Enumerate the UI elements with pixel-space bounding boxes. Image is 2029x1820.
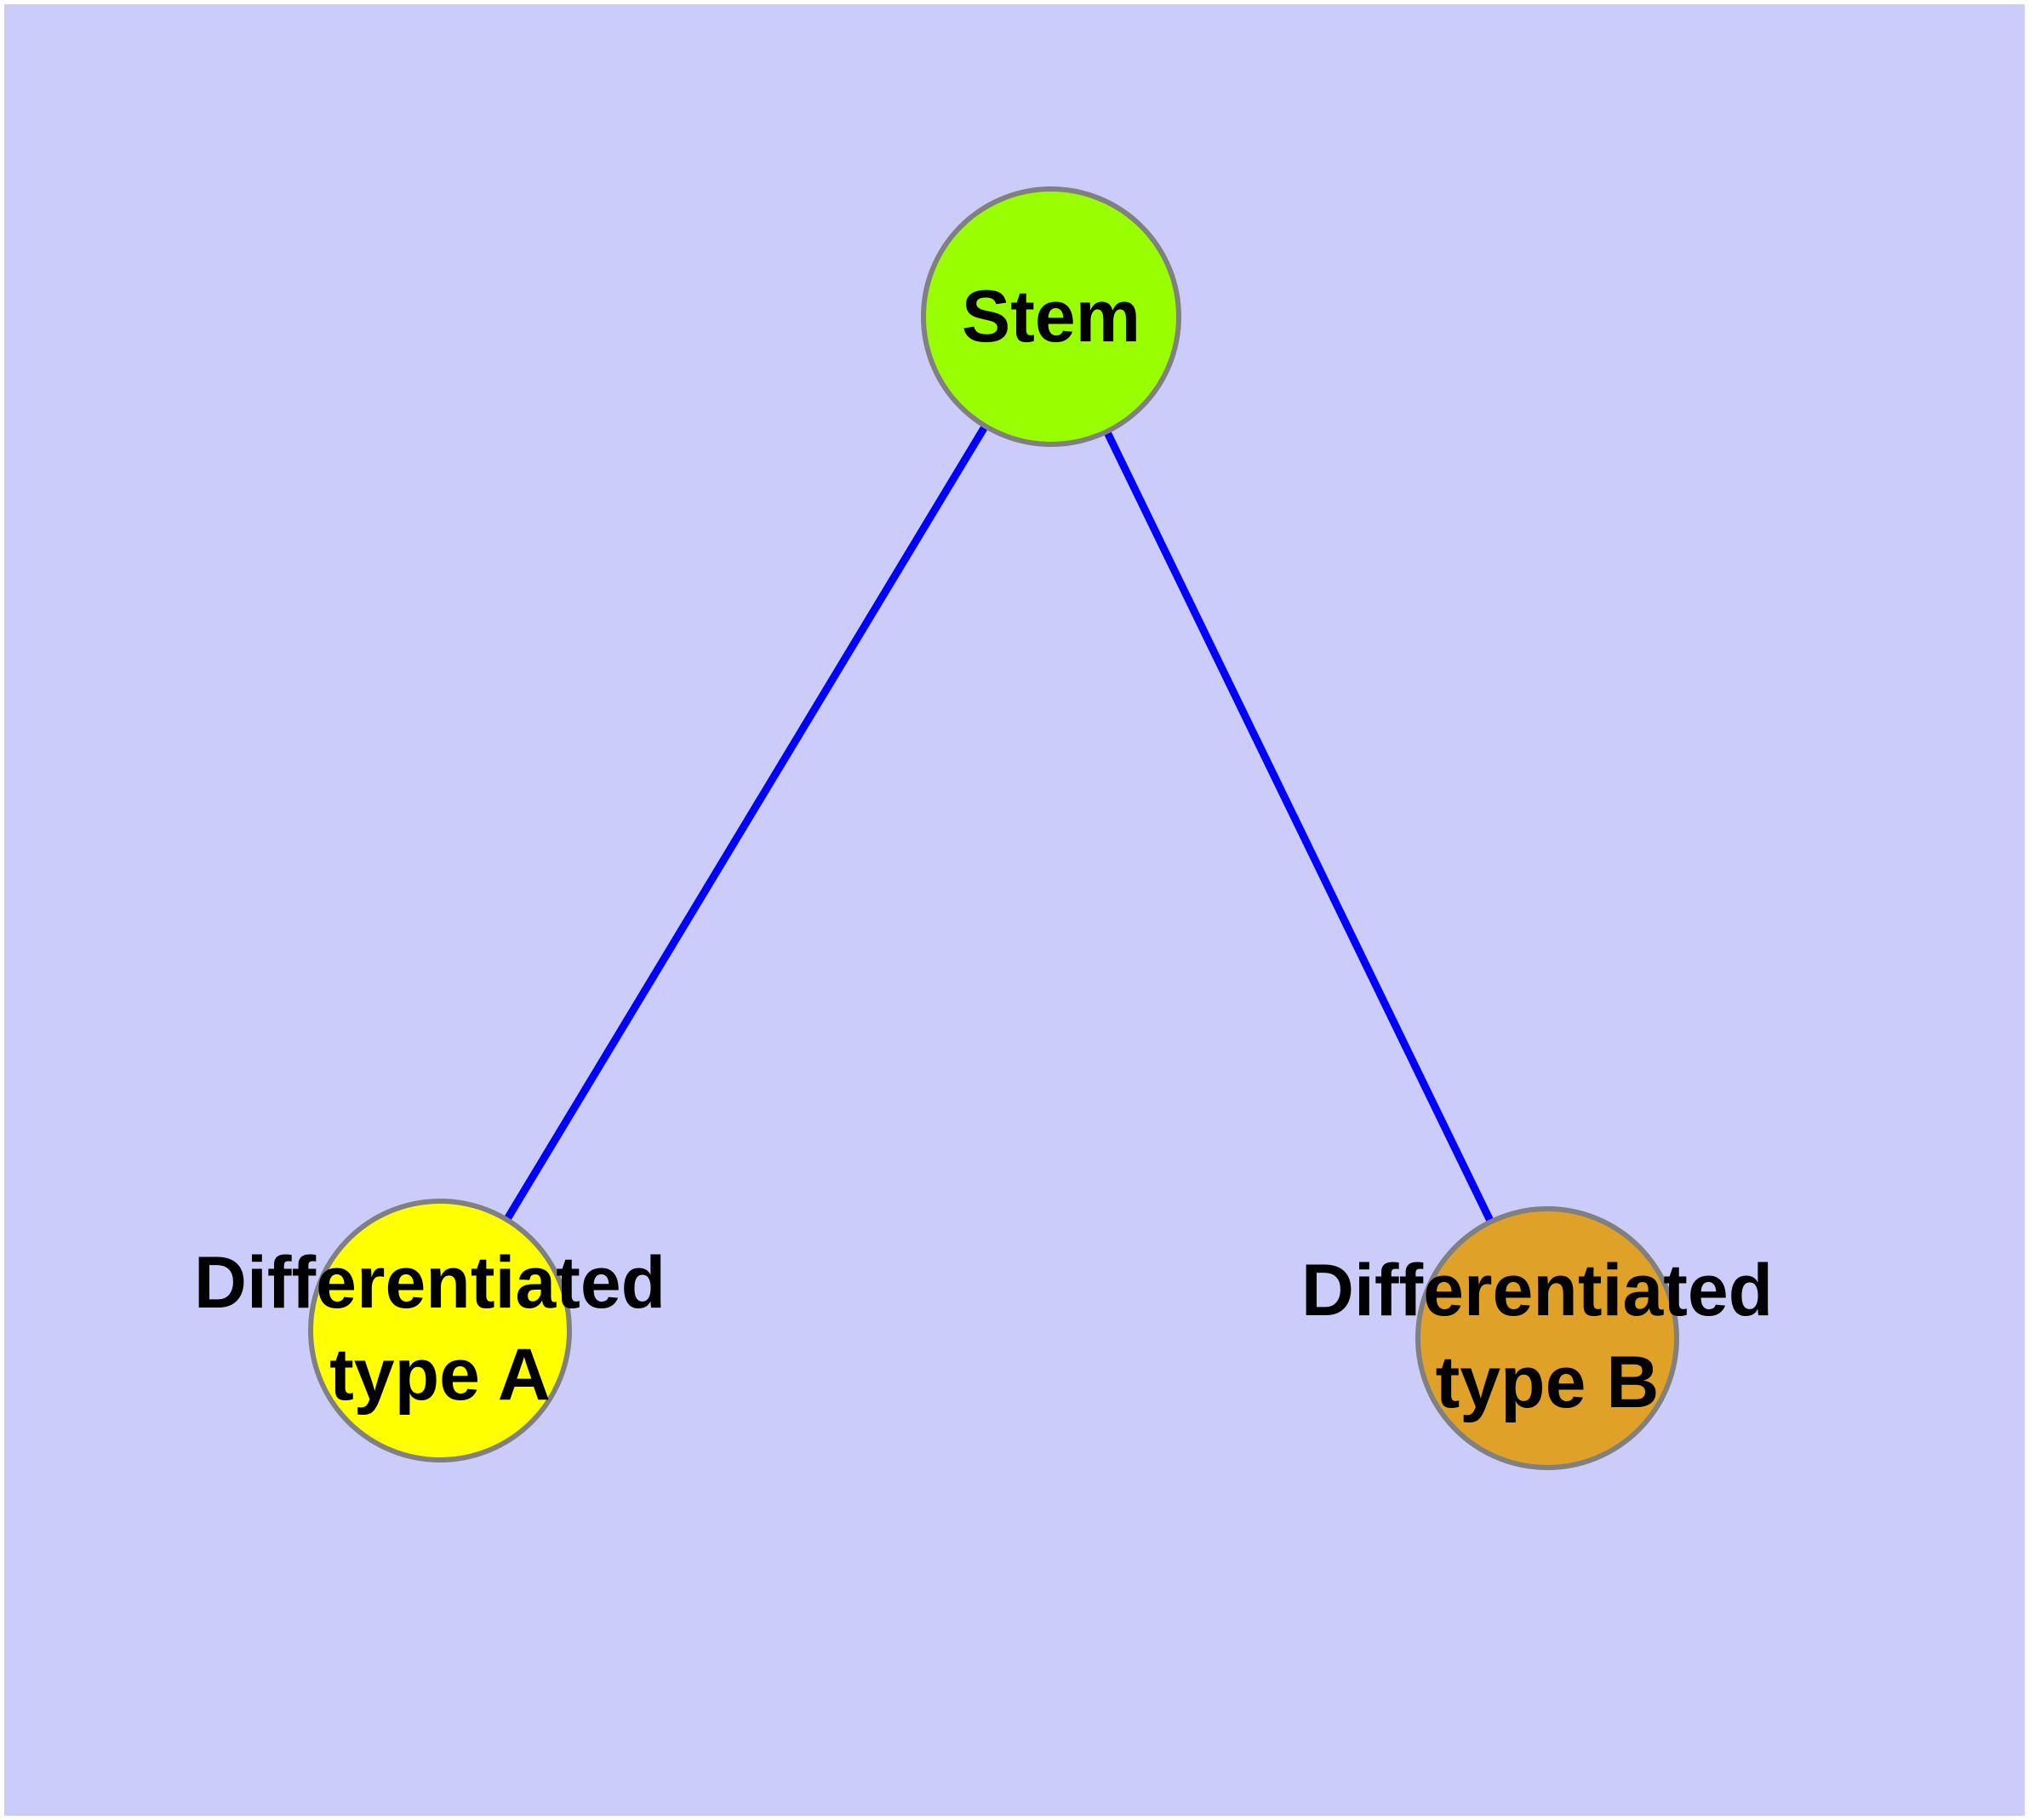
node-diff-a-label: Differentiated type A [194, 1242, 686, 1416]
node-diff-b-label-line-2: type B [1436, 1342, 1660, 1423]
node-diff-a-label-line-2: type A [329, 1334, 551, 1416]
node-diff-a-label-line-1: Differentiated [194, 1242, 666, 1324]
edge-stem-to-diff-a[interactable] [437, 314, 1055, 1333]
node-stem[interactable] [921, 186, 1181, 447]
edge-stem-to-diff-b[interactable] [1047, 315, 1552, 1340]
node-layer [308, 186, 1679, 1470]
node-stem-label: Stem [962, 276, 1140, 358]
node-diff-a[interactable] [308, 1199, 572, 1462]
node-diff-b[interactable] [1415, 1206, 1679, 1470]
node-stem-label-line-1: Stem [962, 276, 1140, 358]
label-layer: Stem Differentiated type A Differentiate… [194, 276, 1793, 1423]
node-diff-b-label: Differentiated type B [1301, 1250, 1793, 1423]
edge-layer [437, 314, 1552, 1340]
node-diff-b-label-line-1: Differentiated [1301, 1250, 1773, 1331]
